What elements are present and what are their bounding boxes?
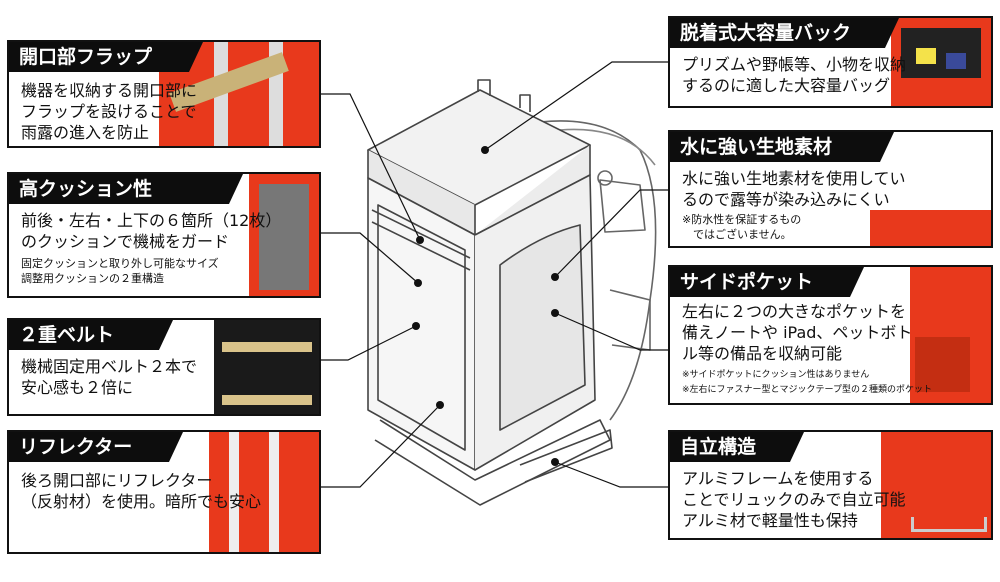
feature-card-double-belt: ２重ベルト 機械固定用ベルト２本で 安心感も２倍に	[7, 318, 321, 416]
feature-note: ※防水性を保証するもの ではございません。	[682, 213, 802, 241]
bag-photo	[891, 18, 991, 106]
feature-card-side-pocket: サイドポケット 左右に２つの大きなポケットを 備えノートや iPad、ペットボト…	[668, 265, 993, 405]
feature-card-flap: 開口部フラップ 機器を収納する開口部に フラップを設けることで 雨露の進入を防止	[7, 40, 321, 148]
cushion-photo	[249, 174, 319, 296]
feature-description: 機器を収納する開口部に フラップを設けることで 雨露の進入を防止	[21, 81, 198, 142]
frame-photo	[881, 432, 991, 538]
feature-description: アルミフレームを使用する ことでリュックのみで自立可能 アルミ材で軽量性も保持	[682, 469, 906, 530]
feature-card-reflector: リフレクター 後ろ開口部にリフレクター （反射材）を使用。暗所でも安心	[7, 430, 321, 554]
feature-title: 脱着式大容量バック	[670, 18, 899, 48]
pocket-photo	[910, 267, 991, 403]
feature-title: リフレクター	[9, 432, 183, 462]
feature-card-detachable-bag: 脱着式大容量バック プリズムや野帳等、小物を収納 するのに適した大容量バッグ	[668, 16, 993, 108]
feature-card-cushion: 高クッション性 前後・左右・上下の６箇所（12枚） のクッションで機械をガード …	[7, 172, 321, 298]
feature-card-self-standing: 自立構造 アルミフレームを使用する ことでリュックのみで自立可能 アルミ材で軽量…	[668, 430, 993, 540]
belt-photo	[214, 320, 319, 414]
reflector-photo	[209, 432, 319, 552]
feature-description: 後ろ開口部にリフレクター （反射材）を使用。暗所でも安心	[21, 471, 262, 511]
feature-title: 水に強い生地素材	[670, 132, 894, 162]
feature-note: ※サイドポケットにクッション性はありません ※左右にファスナー型とマジックテープ…	[682, 370, 933, 395]
feature-description: プリズムや野帳等、小物を収納 するのに適した大容量バッグ	[682, 55, 907, 95]
feature-title: サイドポケット	[670, 267, 864, 297]
feature-title: 自立構造	[670, 432, 804, 462]
feature-note: 固定クッションと取り外し可能なサイズ 調整用クッションの２重構造	[21, 257, 219, 285]
feature-title: 開口部フラップ	[9, 42, 203, 72]
feature-title: 高クッション性	[9, 174, 243, 204]
feature-description: 前後・左右・上下の６箇所（12枚） のクッションで機械をガード	[21, 211, 282, 251]
feature-title: ２重ベルト	[9, 320, 173, 350]
feature-description: 機械固定用ベルト２本で 安心感も２倍に	[21, 357, 198, 397]
feature-description: 左右に２つの大きなポケットを 備えノートや iPad、ペットボト ル等の備品を収…	[682, 302, 913, 363]
fabric-photo	[870, 210, 991, 246]
feature-description: 水に強い生地素材を使用してい るので露等が染み込みにくい	[682, 169, 906, 209]
feature-card-water-resistant: 水に強い生地素材 水に強い生地素材を使用してい るので露等が染み込みにくい ※防…	[668, 130, 993, 248]
